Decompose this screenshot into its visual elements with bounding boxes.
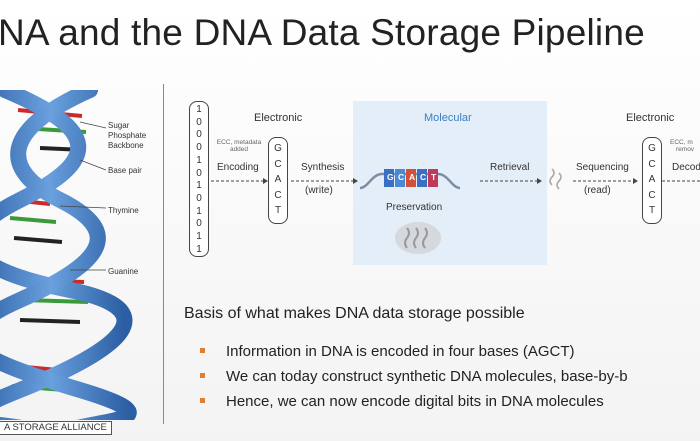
base: A xyxy=(648,174,656,185)
label-thymine: Thymine xyxy=(108,206,139,215)
base: C xyxy=(274,189,282,201)
bases-column-left: G C A C T xyxy=(268,137,288,224)
preservation-label: Preservation xyxy=(386,202,443,213)
read-label: (read) xyxy=(584,185,611,196)
storage-container-icon xyxy=(395,222,441,254)
base: G xyxy=(274,143,282,154)
retrieval-label: Retrieval xyxy=(490,162,530,173)
bits-column: 1 0 0 0 1 0 1 0 1 0 1 1 xyxy=(189,101,209,257)
list-item: Hence, we can now encode digital bits in… xyxy=(200,393,628,418)
vertical-divider xyxy=(163,84,164,424)
strand-fragments-icon xyxy=(549,168,562,190)
label-base-pair: Base pair xyxy=(108,166,142,175)
bit: 0 xyxy=(196,142,202,154)
bit: 1 xyxy=(196,231,202,243)
molecular-heading: Molecular xyxy=(424,112,472,124)
synthesis-label: Synthesis xyxy=(301,162,345,173)
alliance-footer: A STORAGE ALLIANCE xyxy=(0,421,112,435)
base: C xyxy=(648,189,656,201)
bit: 0 xyxy=(196,129,202,141)
bit: 0 xyxy=(196,218,202,230)
base: C xyxy=(648,158,656,170)
list-item: We can today construct synthetic DNA mol… xyxy=(200,368,628,393)
electronic-heading-right: Electronic xyxy=(626,112,675,124)
sequencing-label: Sequencing xyxy=(576,162,629,173)
electronic-heading-left: Electronic xyxy=(254,112,303,124)
bit: 1 xyxy=(196,180,202,192)
helix-backbone-a xyxy=(0,90,133,420)
base: T xyxy=(274,205,282,216)
base: A xyxy=(274,174,282,185)
decoding-label: Decod xyxy=(672,162,700,173)
bit: 1 xyxy=(196,205,202,217)
ecc-note-left: ECC, metadata added xyxy=(216,139,262,153)
label-backbone: Backbone xyxy=(108,141,144,150)
dna-helix-illustration xyxy=(0,90,137,420)
dna-strand-icon xyxy=(359,169,461,190)
bit: 0 xyxy=(196,192,202,204)
bit: 1 xyxy=(196,104,202,115)
slide-title: NA and the DNA Data Storage Pipeline xyxy=(0,12,645,53)
label-phosphate: Phosphate xyxy=(108,131,147,140)
bullet-marker xyxy=(200,348,205,353)
label-sugar: Sugar xyxy=(108,121,130,130)
base: T xyxy=(648,205,656,216)
ecc-note-right: ECC, m remov xyxy=(670,139,695,153)
bit: 1 xyxy=(196,243,202,255)
bit: 1 xyxy=(196,154,202,166)
pipeline-arrows xyxy=(211,168,700,190)
encoding-label: Encoding xyxy=(217,162,259,173)
list-item: Information in DNA is encoded in four ba… xyxy=(200,343,628,368)
write-label: (write) xyxy=(305,185,333,196)
bases-column-right: G C A C T xyxy=(642,137,662,224)
basis-heading: Basis of what makes DNA data storage pos… xyxy=(184,305,525,322)
bullet-list: Information in DNA is encoded in four ba… xyxy=(200,343,628,418)
base: G xyxy=(648,143,656,154)
bullet-marker xyxy=(200,398,205,403)
label-guanine: Guanine xyxy=(108,267,139,276)
base: C xyxy=(274,158,282,170)
bit: 0 xyxy=(196,116,202,128)
helix-backbone-b xyxy=(0,90,137,420)
bullet-marker xyxy=(200,373,205,378)
bit: 0 xyxy=(196,167,202,179)
